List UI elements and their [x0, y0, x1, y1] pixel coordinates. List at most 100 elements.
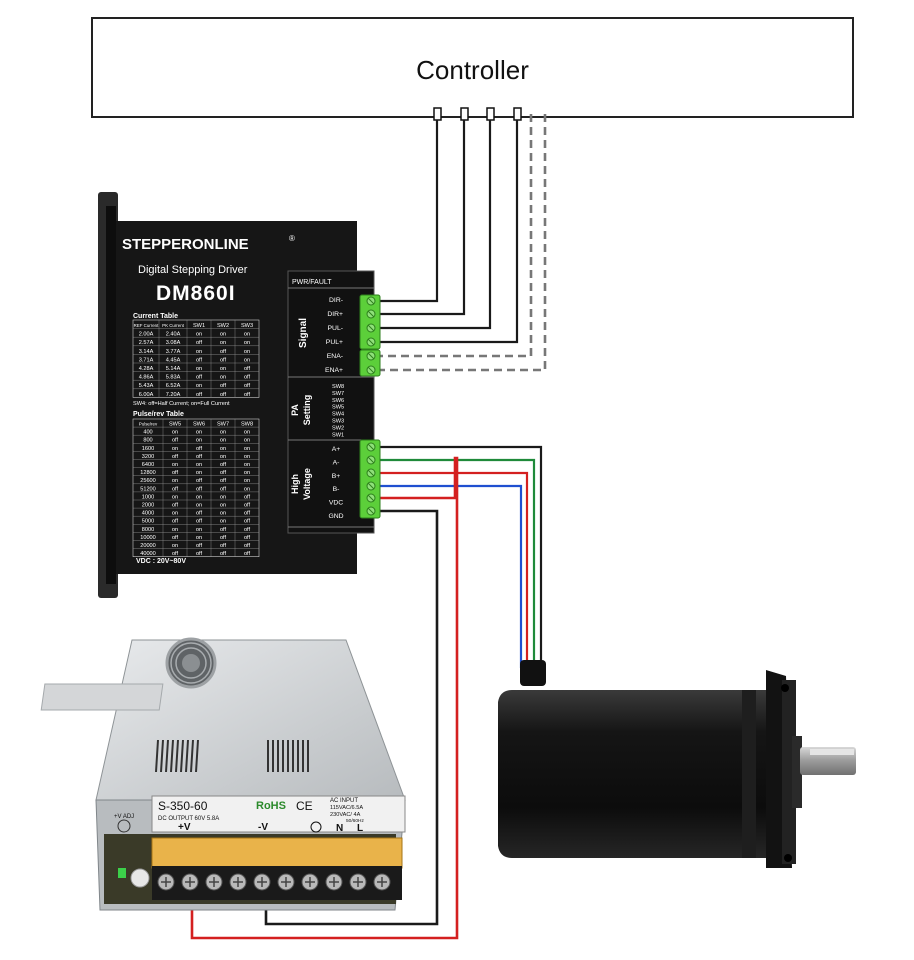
current-table-cell: off — [244, 375, 251, 381]
pulse-table-cell: off — [244, 543, 251, 549]
hv-pin-label: VDC — [329, 500, 343, 507]
vent-slot — [175, 739, 179, 773]
signal-wires — [376, 120, 519, 344]
wire-pul-plus — [376, 120, 519, 344]
current-table-cell: 7.20A — [166, 392, 181, 398]
hv-pin-label: B- — [333, 486, 340, 493]
current-table-header: PK Current — [162, 323, 184, 328]
current-table-cell: on — [220, 332, 226, 338]
pulse-table-cell: on — [244, 486, 250, 492]
psu-rohs: RoHS — [256, 800, 286, 812]
pulse-table-cell: on — [244, 462, 250, 468]
pulse-table-header: SW6 — [193, 422, 205, 428]
pulse-table-header: SW5 — [169, 422, 181, 428]
current-table-cell: off — [220, 392, 227, 398]
pulse-table-cell: off — [244, 551, 251, 557]
pulse-table-cell: 6400 — [142, 462, 154, 468]
sw4-note: SW4: off=Half Current; on=Full Current — [133, 401, 230, 407]
current-table-title: Current Table — [133, 313, 178, 320]
pulse-table-cell: off — [244, 494, 251, 500]
pulse-table-cell: 10000 — [140, 535, 156, 541]
vent-slot — [155, 739, 159, 773]
stepper-motor — [498, 660, 856, 868]
vent-slot — [180, 739, 184, 773]
pulse-table-cell: on — [172, 494, 178, 500]
pulse-table-cell: off — [244, 511, 251, 517]
psu-capacitor — [130, 868, 150, 888]
pulse-table-cell: on — [196, 494, 202, 500]
pa-switch-label: SW7 — [332, 391, 344, 397]
pa-switch-label: SW3 — [332, 419, 344, 425]
pa-switch-label: SW8 — [332, 384, 344, 390]
current-table-cell: 4.45A — [166, 357, 181, 363]
current-table-cell: 5.14A — [166, 366, 181, 372]
pulse-table-cell: off — [172, 470, 179, 476]
signal-terminal-block — [359, 294, 381, 377]
pulse-table-cell: on — [196, 527, 202, 533]
current-table-cell: on — [196, 366, 202, 372]
psu-plus-v: +V — [178, 822, 191, 833]
driver-subtitle: Digital Stepping Driver — [138, 264, 248, 276]
current-table-cell: 2.57A — [139, 340, 154, 346]
current-table-cell: off — [220, 383, 227, 389]
psu-ac-2: 230VAC/ 4A — [330, 812, 361, 818]
current-table-cell: off — [244, 392, 251, 398]
motor-body — [498, 690, 768, 858]
driver-model: DM860I — [156, 282, 236, 305]
current-table-cell: on — [244, 340, 250, 346]
controller-pin — [433, 107, 442, 121]
wire-ena-minus — [376, 114, 533, 358]
pa-switch-label: SW5 — [332, 405, 344, 411]
vent-slot — [190, 739, 194, 773]
pa-switch-label: SW4 — [332, 412, 344, 418]
pa-switch-label: SW6 — [332, 398, 344, 404]
wire-a-plus — [378, 445, 543, 668]
motor-cable-boot — [520, 660, 546, 686]
signal-pin-label: DIR+ — [327, 311, 343, 318]
pulse-table-cell: off — [196, 454, 203, 460]
current-table-cell: on — [244, 349, 250, 355]
screw-slot — [367, 469, 375, 477]
current-table-header: SW1 — [193, 323, 205, 329]
controller-pin — [486, 107, 495, 121]
pulse-table-cell: 3200 — [142, 454, 154, 460]
pulse-table-cell: 20000 — [140, 543, 156, 549]
controller-pins — [433, 107, 522, 121]
current-table-cell: off — [196, 357, 203, 363]
current-table-cell: 3.08A — [166, 340, 181, 346]
psu-ac-input: AC INPUT — [330, 798, 358, 804]
pulse-table-border — [132, 418, 260, 557]
current-table-cell: 5.43A — [139, 383, 154, 389]
pulse-table-cell: off — [196, 486, 203, 492]
hv-pin-label: A+ — [332, 446, 341, 453]
pulse-table-header: SW7 — [217, 422, 229, 428]
wire-b-plus — [378, 471, 529, 668]
psu-model: S-350-60 — [158, 799, 208, 813]
stepper-driver: STEPPERONLINE ® Digital Stepping Driver … — [98, 192, 381, 598]
screw-slot — [367, 456, 375, 464]
wire-ena-plus — [376, 114, 547, 372]
psu-ce: CE — [296, 799, 313, 813]
hv-terminal-block — [359, 439, 381, 519]
pulse-table-cell: on — [196, 470, 202, 476]
pulse-table-title: Pulse/rev Table — [133, 411, 184, 418]
screw-slot — [367, 352, 375, 360]
pulse-table-cell: 2000 — [142, 503, 154, 509]
pulse-table-cell: off — [220, 535, 227, 541]
pulse-table-cell: on — [244, 430, 250, 436]
current-table-cell: on — [220, 366, 226, 372]
signal-pin-label: ENA+ — [325, 367, 343, 374]
driver-registered-mark: ® — [289, 234, 295, 243]
pulse-table-cell: off — [220, 462, 227, 468]
pulse-table-cell: off — [196, 543, 203, 549]
psu-led — [118, 868, 126, 878]
psu-label-plate — [40, 683, 164, 711]
pulse-table-cell: on — [220, 438, 226, 444]
pulse-table-cell: on — [244, 470, 250, 476]
signal-pin-labels: DIR-DIR+PUL-PUL+ENA-ENA+ — [325, 297, 343, 374]
current-table-cell: 4.86A — [139, 375, 154, 381]
controller-box: Controller — [91, 17, 854, 118]
